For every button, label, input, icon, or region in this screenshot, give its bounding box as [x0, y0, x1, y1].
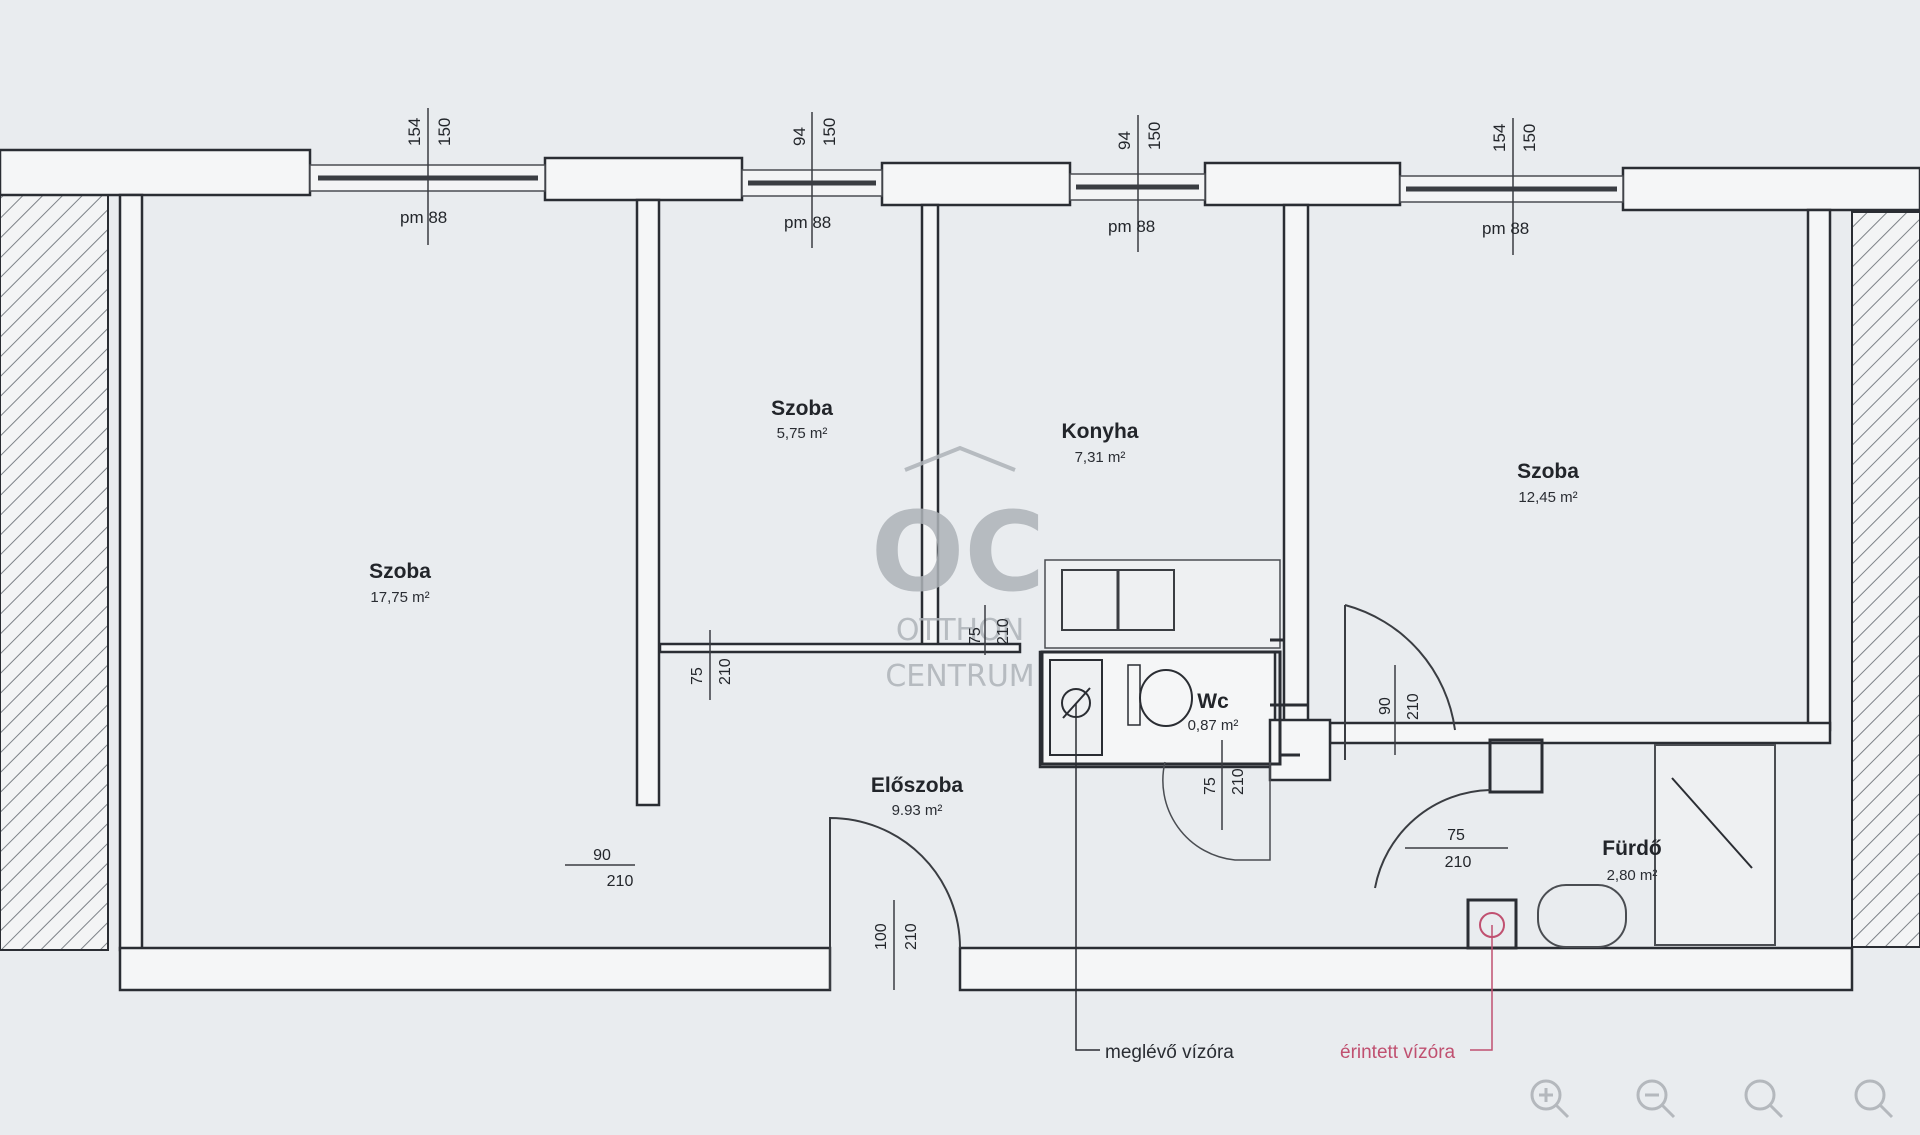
room-5-name: Wc: [1197, 690, 1229, 713]
window-3-width: 94: [1115, 131, 1134, 150]
door-4-width: 100: [873, 923, 890, 950]
room-3-area: 7,31 m²: [1075, 449, 1126, 466]
door-5-height: 210: [1230, 768, 1247, 795]
window-1: [309, 108, 546, 245]
room-3-name: Konyha: [1061, 420, 1138, 443]
door-5-width: 75: [1202, 777, 1219, 795]
window-4-width: 154: [1490, 124, 1509, 152]
left-hatched-wall: [0, 189, 109, 951]
right-hatched-wall: [1851, 211, 1920, 948]
room-4-name: Szoba: [1517, 460, 1579, 483]
door-1-height: 210: [717, 658, 734, 685]
affected-meter-label: érintett vízóra: [1340, 1042, 1456, 1063]
window-2: [741, 112, 883, 248]
room-6-name: Előszoba: [871, 774, 964, 797]
door-7-height: 210: [1445, 854, 1472, 871]
windows: [309, 108, 1624, 255]
room-4-area: 12,45 m²: [1518, 489, 1577, 506]
zoom-in-icon[interactable]: [1530, 1079, 1570, 1119]
room-7-name: Fürdő: [1602, 837, 1661, 860]
search-icon[interactable]: [1744, 1079, 1784, 1119]
window-3-sill: pm 88: [1108, 217, 1155, 236]
room-2-name: Szoba: [771, 397, 833, 420]
room-1-area: 17,75 m²: [370, 589, 429, 606]
reset-icon[interactable]: [1854, 1079, 1894, 1119]
window-4-height: 150: [1520, 124, 1539, 152]
room-6-area: 9.93 m²: [892, 802, 943, 819]
window-3: [1069, 115, 1206, 252]
zoom-out-icon[interactable]: [1636, 1079, 1676, 1119]
door-6-height: 210: [1405, 693, 1422, 720]
room-labels: Szoba 17,75 m² Szoba 5,75 m² Konyha 7,31…: [369, 397, 1662, 884]
watermark-line2: CENTRUM: [885, 659, 1034, 694]
door-1-width: 75: [689, 667, 706, 685]
door-3-width: 90: [593, 847, 611, 864]
door-4-height: 210: [903, 923, 920, 950]
window-4-sill: pm 88: [1482, 219, 1529, 238]
window-2-sill: pm 88: [784, 213, 831, 232]
window-2-width: 94: [790, 127, 809, 146]
window-1-sill: pm 88: [400, 208, 447, 227]
door-7-width: 75: [1447, 827, 1465, 844]
door-dimensions: 75 210 75 210 90 210 100 210 75 210 90 2…: [565, 605, 1508, 990]
room-7-area: 2,80 m²: [1607, 867, 1658, 884]
meter-leaders: [1075, 703, 1493, 1051]
room-1-name: Szoba: [369, 560, 431, 583]
interior-walls: [118, 193, 1854, 992]
window-3-height: 150: [1145, 122, 1164, 150]
window-2-height: 150: [820, 118, 839, 146]
window-1-height: 150: [435, 118, 454, 146]
bathroom: [1466, 738, 1776, 950]
room-5-area: 0,87 m²: [1188, 717, 1239, 734]
room-2-area: 5,75 m²: [777, 425, 828, 442]
watermark-line1: OTTHON: [896, 613, 1024, 648]
window-dimensions: 154 150 pm 88 94 150 pm 88 94 150 pm 88 …: [400, 118, 1539, 238]
door-2-height: 210: [995, 618, 1012, 645]
window-4: [1399, 118, 1624, 255]
existing-meter-label: meglévő vízóra: [1105, 1042, 1234, 1063]
door-6-width: 90: [1377, 697, 1394, 715]
door-2-width: 75: [967, 627, 984, 645]
viewer-controls: [1530, 1079, 1894, 1119]
door-3-height: 210: [607, 873, 634, 890]
window-1-width: 154: [405, 118, 424, 146]
top-wall: [0, 148, 1920, 212]
door-swings: [829, 604, 1491, 990]
kitchen-sink: [1044, 559, 1281, 649]
watermark-logo: OC OTTHON CENTRUM: [871, 445, 1045, 694]
watermark-mark: OC: [871, 488, 1045, 616]
